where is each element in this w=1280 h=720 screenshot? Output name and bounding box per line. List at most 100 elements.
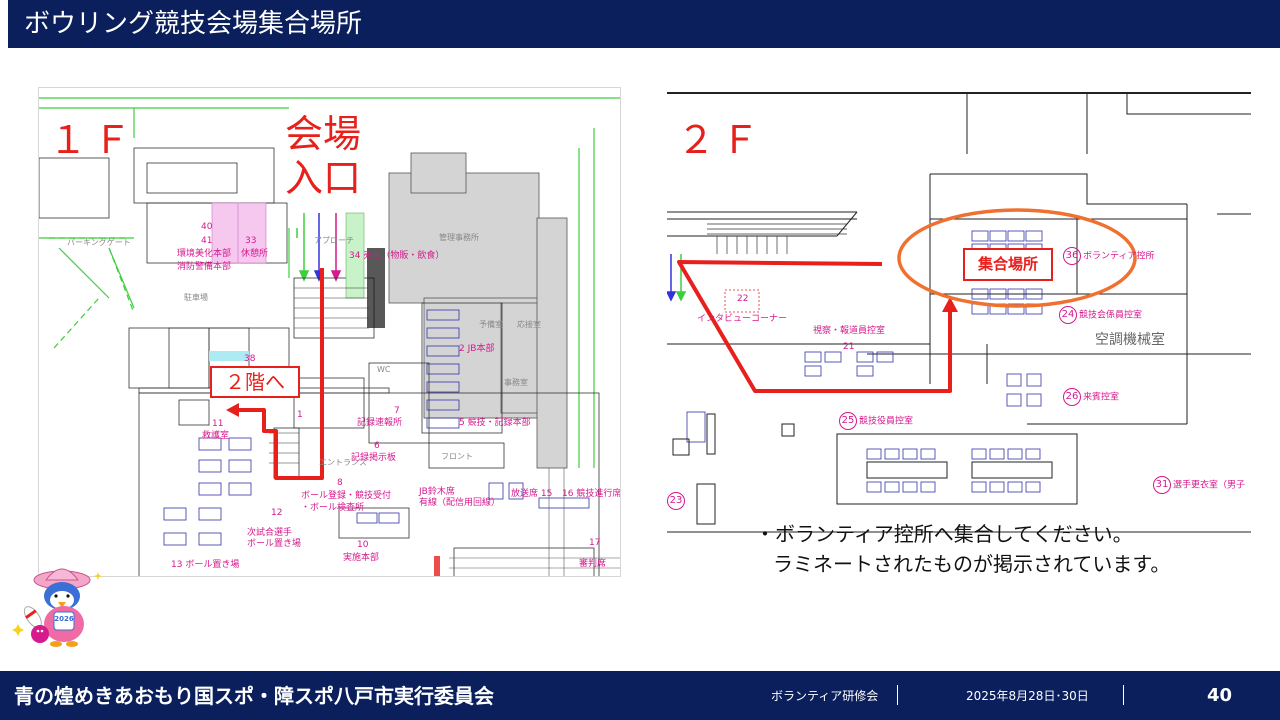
ball-reg-num: 8 xyxy=(337,478,343,488)
hq-label: 実施本部 xyxy=(343,553,380,563)
mascot-drawing xyxy=(12,568,102,647)
hvac-room-label: 空調機械室 xyxy=(1095,332,1165,348)
num-23: 23 xyxy=(667,492,687,510)
ball-place-text: ボール置き場 xyxy=(185,560,240,570)
guest-room-num: 26 xyxy=(1063,388,1081,406)
staff-room-num: 24 xyxy=(1059,306,1077,324)
next-num: 12 xyxy=(271,508,283,518)
judge-label: 審判席 xyxy=(579,559,607,569)
board-label: 記録掲示板 xyxy=(351,453,397,463)
players-room-text: 選手更衣室（男子 xyxy=(1173,480,1246,491)
floor-map-1f: １Ｆ 会場 入口 ２階へ パーキングゲート 駐車場 40 41 33 環境美化本… xyxy=(38,87,621,577)
volunteer-room-text: ボランティア控所 xyxy=(1083,251,1155,262)
instruction-note: ・ボランティア控所へ集合してください。 ラミネートされたものが掲示されています。 xyxy=(755,519,1170,579)
board-num: 6 xyxy=(374,441,380,451)
admin-office-label: 事務室 xyxy=(504,378,528,387)
footer-event: ボランティア研修会 xyxy=(771,689,879,703)
interview-label: インタビューコーナー xyxy=(697,314,788,324)
reserve-room-label: 予備室 xyxy=(479,320,503,329)
guest-room-text: 来賓控室 xyxy=(1083,392,1120,403)
hq-num: 10 xyxy=(357,540,369,550)
progress-text: 競技進行席 xyxy=(576,489,621,499)
header-bar: ボウリング競技会場集合場所 xyxy=(0,0,1280,48)
broadcast-num: 15 xyxy=(540,489,553,499)
fire-num: 41 xyxy=(201,236,213,246)
first-aid-num: 11 xyxy=(212,419,224,429)
staff-room-text: 競技会係員控室 xyxy=(1079,310,1143,321)
floor-plan-2f-drawing xyxy=(667,94,1251,533)
env-label: 環境美化本部 xyxy=(177,249,232,259)
jb-hq-text: JB本部 xyxy=(467,344,495,354)
progress-label: 16 競技進行席 xyxy=(562,489,621,500)
players-room-num: 31 xyxy=(1153,476,1171,494)
fire-label: 消防警備本部 xyxy=(177,262,232,272)
shop-label: 34 売店（物販・飲食） xyxy=(349,251,444,262)
approach-label: アプローチ xyxy=(314,236,354,245)
press-room-label: 視察・報道員控室 xyxy=(813,326,886,336)
ball-place-label: 13 ボール置き場 xyxy=(171,560,239,571)
footer-separator-1 xyxy=(897,685,898,705)
competition-hq-label: 5 競技・記録本部 xyxy=(459,418,531,429)
competition-hq-text: 競技・記録本部 xyxy=(467,418,531,428)
broadcast-label: 放送席 15 xyxy=(511,489,552,500)
entrance-small-label: エントランス xyxy=(319,458,367,467)
first-aid-label: 救護室 xyxy=(202,431,230,441)
officials-room-num: 25 xyxy=(839,412,857,430)
record-label: 記録速報所 xyxy=(357,418,403,428)
ball-reg-label-2: ・ボール検査所 xyxy=(301,503,365,513)
officials-room-text: 競技役員控室 xyxy=(859,416,914,427)
jb-suzuki-label-1: JB鈴木席 xyxy=(419,487,455,497)
record-num: 7 xyxy=(394,406,400,416)
jb-hq-num: 2 xyxy=(459,344,465,354)
header-accent xyxy=(0,0,8,48)
next-label-1: 次試合選手 xyxy=(247,528,293,538)
shop-num: 34 xyxy=(349,251,361,261)
interview-num: 22 xyxy=(737,294,749,304)
judge-num: 17 xyxy=(589,538,601,548)
floor-label-1f: １Ｆ xyxy=(49,118,138,162)
shop-text: 売店（物販・飲食） xyxy=(363,251,445,261)
instruction-note-line1: ・ボランティア控所へ集合してください。 xyxy=(755,522,1133,546)
num-23-circle: 23 xyxy=(667,492,685,510)
jb-suzuki-label-2: 有線（配信用回線） xyxy=(419,498,501,508)
reception-room-label: 応接室 xyxy=(517,320,541,329)
next-label-2: ボール置き場 xyxy=(247,539,302,549)
jb-hq-label: 2 JB本部 xyxy=(459,344,494,355)
instruction-note-line2: ラミネートされたものが掲示されています。 xyxy=(773,552,1171,576)
ball-place-num: 13 xyxy=(171,560,183,570)
parking-gate-label: パーキングゲート xyxy=(67,238,131,247)
volunteer-room-num: 36 xyxy=(1063,247,1081,265)
stairs-to-2f-label: ２階へ xyxy=(210,366,300,398)
competition-hq-num: 5 xyxy=(459,418,465,428)
wc-label: WC xyxy=(377,365,391,374)
parking-lot-label: 駐車場 xyxy=(184,293,208,302)
entrance-label-line1: 会場 xyxy=(285,112,362,156)
num-1: 1 xyxy=(297,410,303,420)
ball-reg-label-1: ボール登録・競技受付 xyxy=(301,491,392,501)
progress-num: 16 xyxy=(562,489,574,499)
floor-plan-1f-drawing xyxy=(39,97,620,576)
floor-label-2f: ２Ｆ xyxy=(677,118,766,162)
footer-separator-2 xyxy=(1123,685,1124,705)
entrance-label-line2: 入口 xyxy=(285,156,362,200)
mascot-badge: 2026 xyxy=(54,615,74,623)
page-number: 40 xyxy=(1207,685,1233,706)
press-room-num: 21 xyxy=(843,342,855,352)
front-desk-label: フロント xyxy=(441,452,473,461)
entrance-label: 会場 入口 xyxy=(285,112,361,200)
mascot-illustration: 2026 xyxy=(10,558,110,658)
rest-label: 休憩所 xyxy=(241,249,269,259)
footer-bar: 青の煌めきあおもり国スポ・障スポ八戸市実行委員会 ボランティア研修会 2025年… xyxy=(0,671,1280,720)
rest-num: 33 xyxy=(245,236,257,246)
meeting-place-label: 集合場所 xyxy=(963,248,1053,281)
footer-date: 2025年8月28日･30日 xyxy=(966,689,1089,703)
env-num: 40 xyxy=(201,222,213,232)
slide-title: ボウリング競技会場集合場所 xyxy=(24,9,363,39)
broadcast-text: 放送席 xyxy=(511,489,539,499)
